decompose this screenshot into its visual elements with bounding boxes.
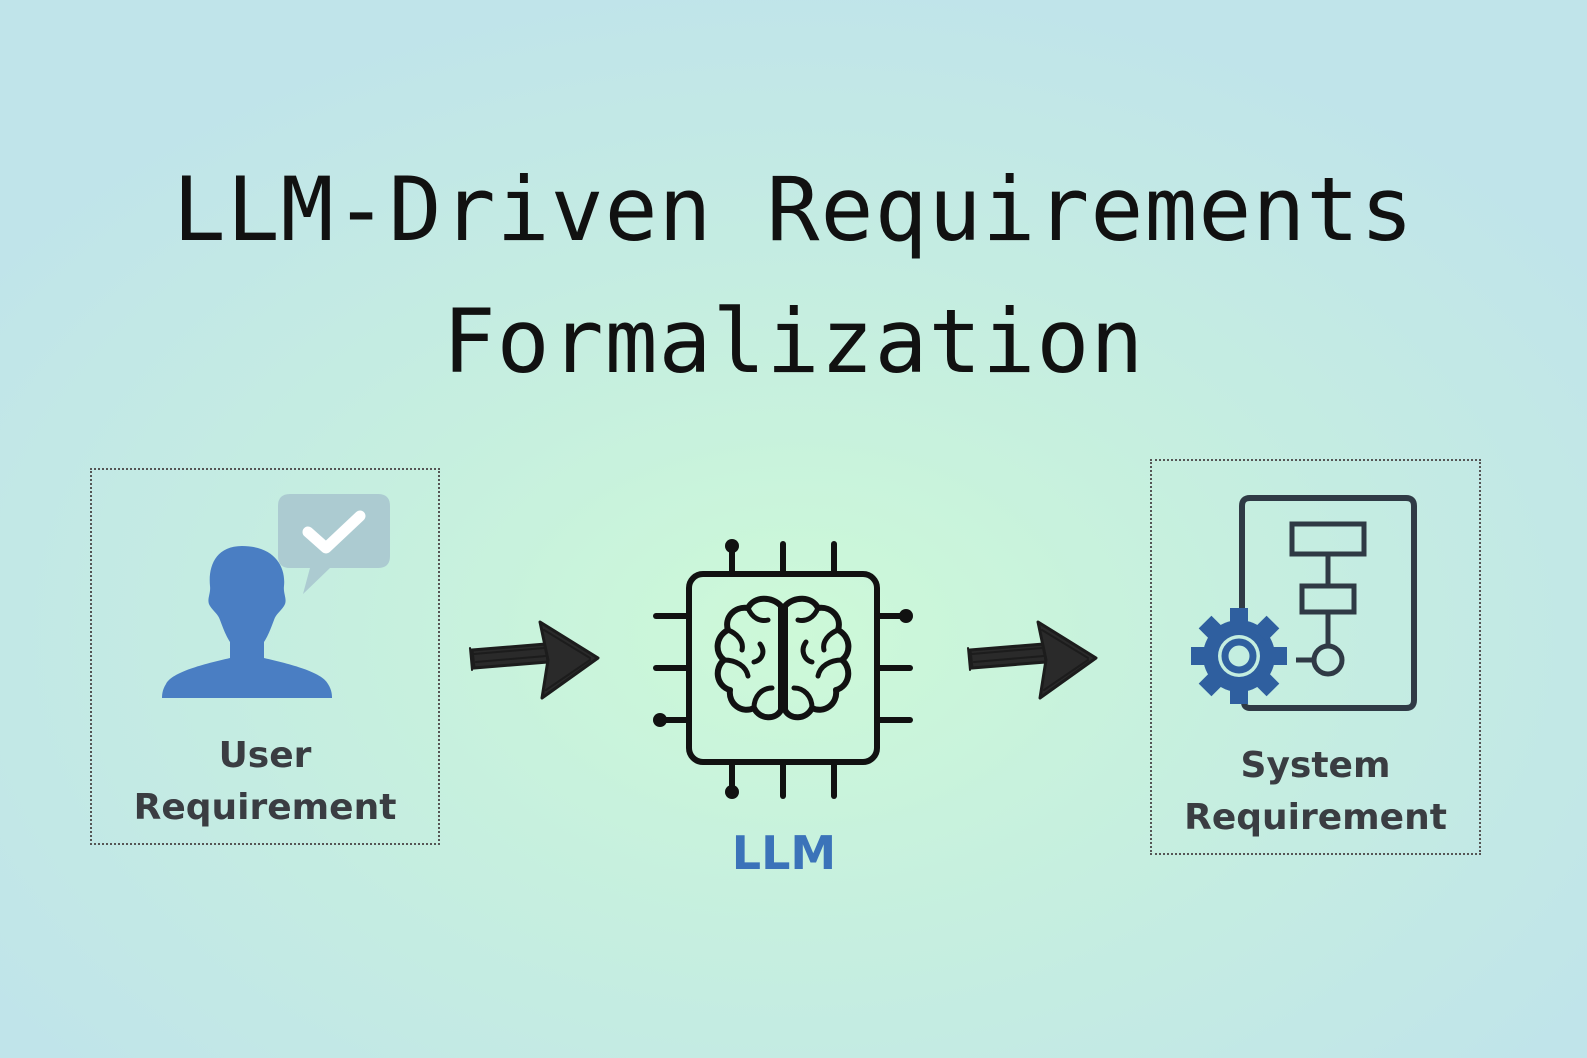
- llm-label: LLM: [731, 826, 837, 880]
- brain-chip-icon: [653, 539, 913, 799]
- system-requirement-label-line-1: System: [1240, 745, 1391, 786]
- user-requirement-label-line-2: Requirement: [133, 787, 397, 828]
- user-with-check-speech-bubble-icon: [162, 494, 390, 698]
- gear-flowchart-document-icon: [1191, 495, 1417, 711]
- user-requirement-label-line-1: User: [218, 735, 312, 776]
- system-requirement-label-line-2: Requirement: [1184, 797, 1447, 838]
- system-requirement-label: System Requirement: [1150, 740, 1481, 844]
- diagram-title-line-1: LLM-Driven Requirements: [172, 158, 1415, 261]
- sketched-arrow-right-icon: [967, 620, 1098, 700]
- user-requirement-box: [90, 468, 440, 845]
- diagram-title-line-2: Formalization: [442, 290, 1145, 393]
- user-requirement-label: User Requirement: [90, 730, 440, 834]
- system-requirement-box: [1150, 459, 1481, 855]
- sketched-arrow-right-icon: [469, 620, 600, 700]
